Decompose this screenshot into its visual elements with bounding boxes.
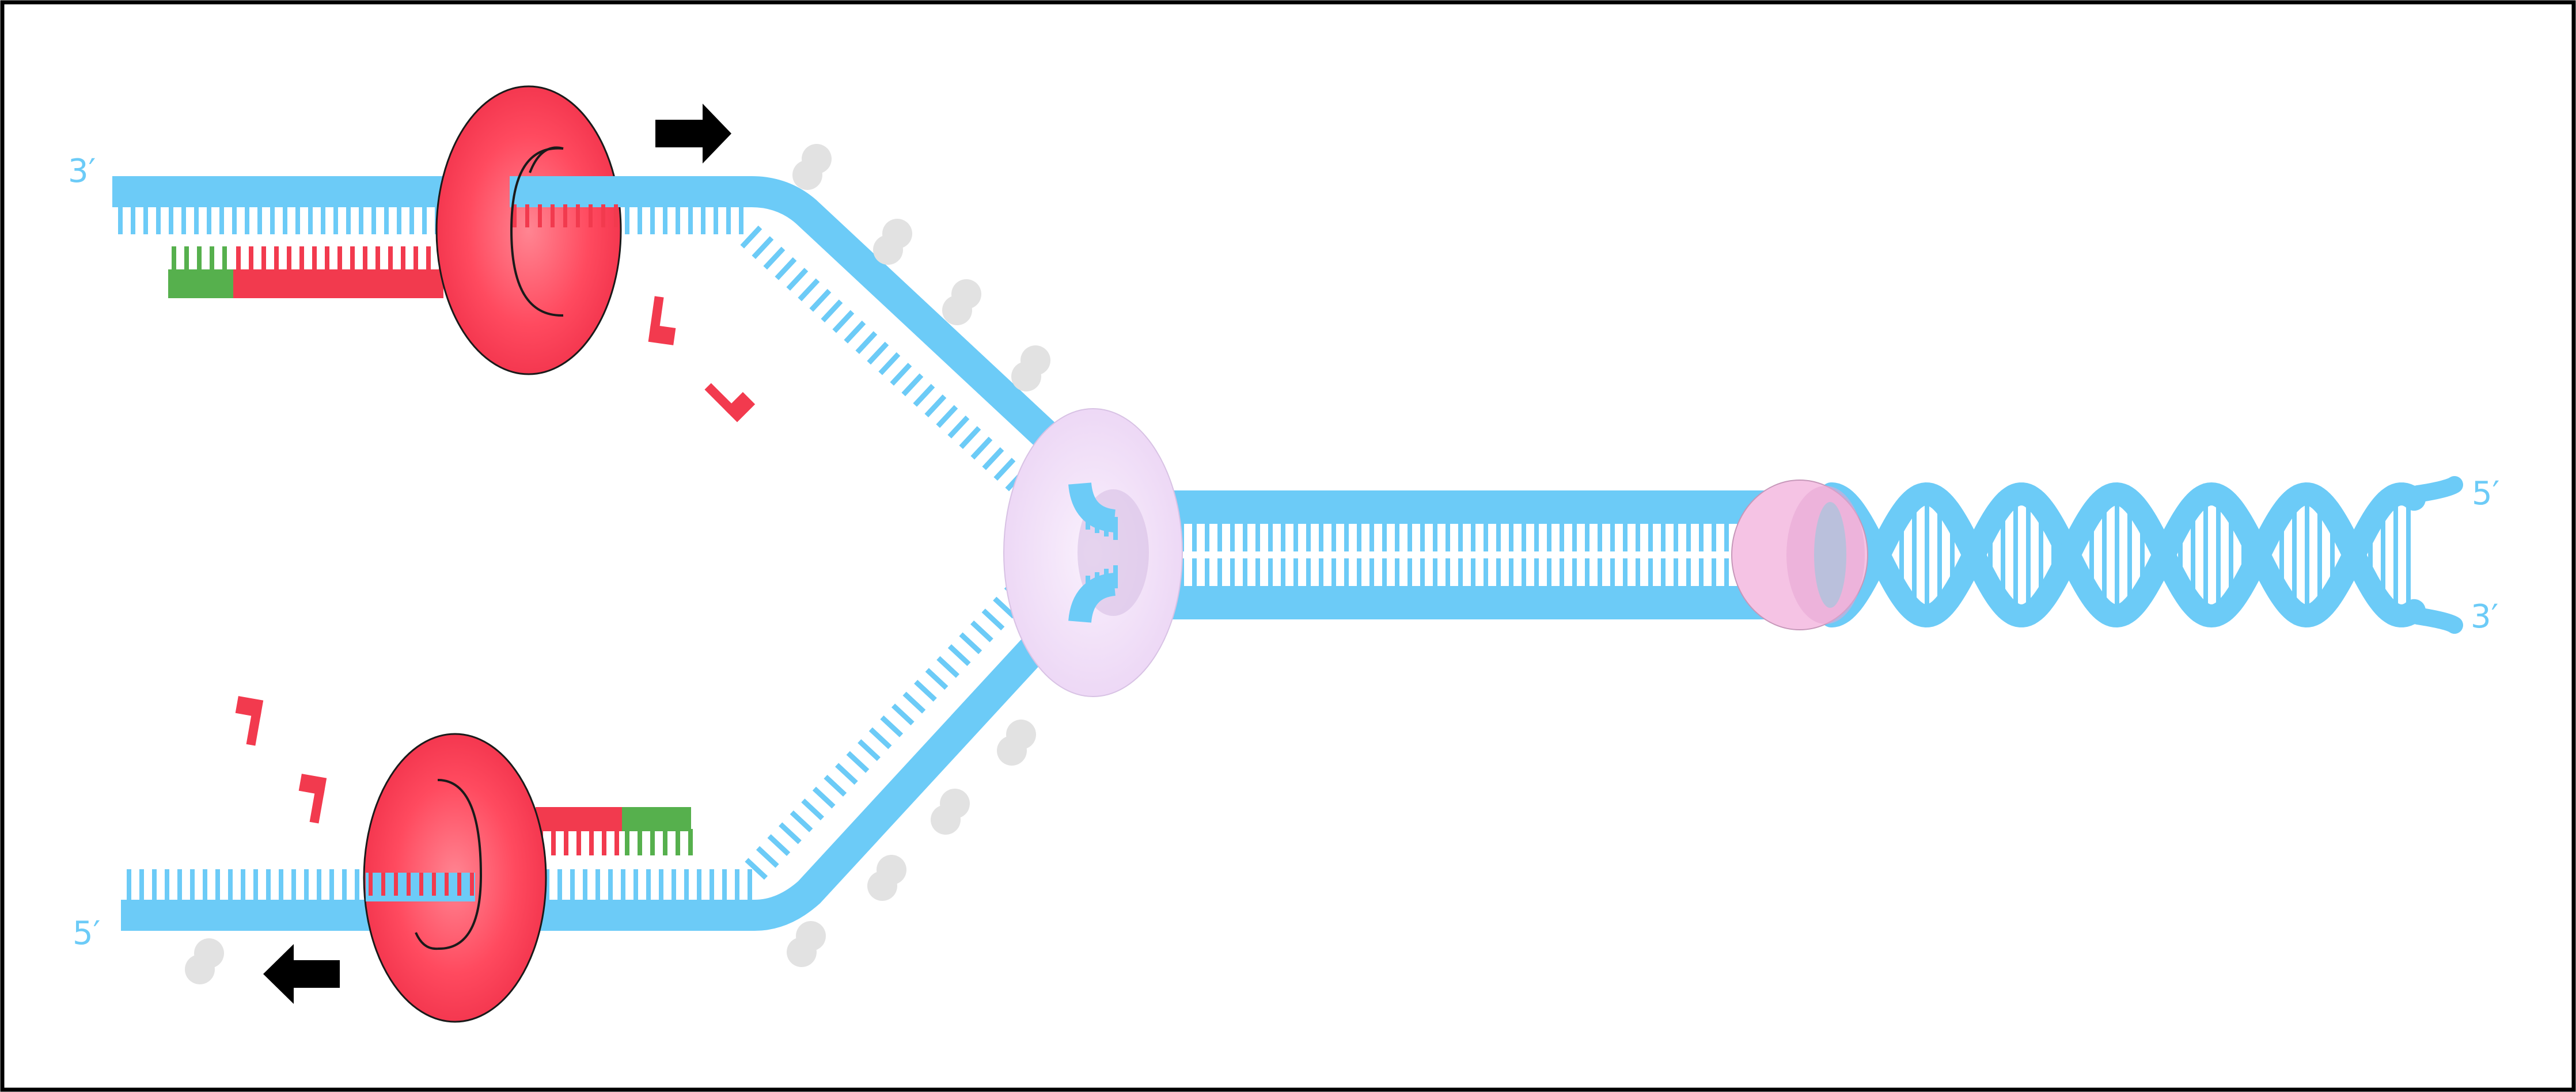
bottom-rna-primer xyxy=(622,807,693,855)
top-rna-primer xyxy=(168,246,233,298)
double-helix xyxy=(1831,485,2454,625)
parent-duplex xyxy=(1097,490,1800,619)
topoisomerase xyxy=(1732,480,1868,630)
dna-polymerase-top xyxy=(437,86,625,374)
right-arrow-icon xyxy=(655,104,731,163)
top-leading-new-strand xyxy=(233,246,443,298)
free-nucleotides xyxy=(230,296,755,823)
duplex-base-pairs xyxy=(1129,522,1792,588)
dna-polymerase-bottom xyxy=(364,734,546,1022)
top-left-end-label: 3′ xyxy=(68,153,96,190)
bottom-template-strand xyxy=(121,575,1048,915)
bottom-left-end-label: 5′ xyxy=(73,915,100,952)
bottom-lagging-new-strand xyxy=(536,807,622,855)
bottom-diagonal-base-ticks xyxy=(746,575,1037,878)
top-strand-base-ticks xyxy=(118,204,743,234)
helicase xyxy=(1004,409,1182,697)
right-bottom-end-label: 3′ xyxy=(2471,598,2498,636)
left-arrow-icon xyxy=(263,944,340,1004)
right-top-end-label: 5′ xyxy=(2472,475,2499,512)
